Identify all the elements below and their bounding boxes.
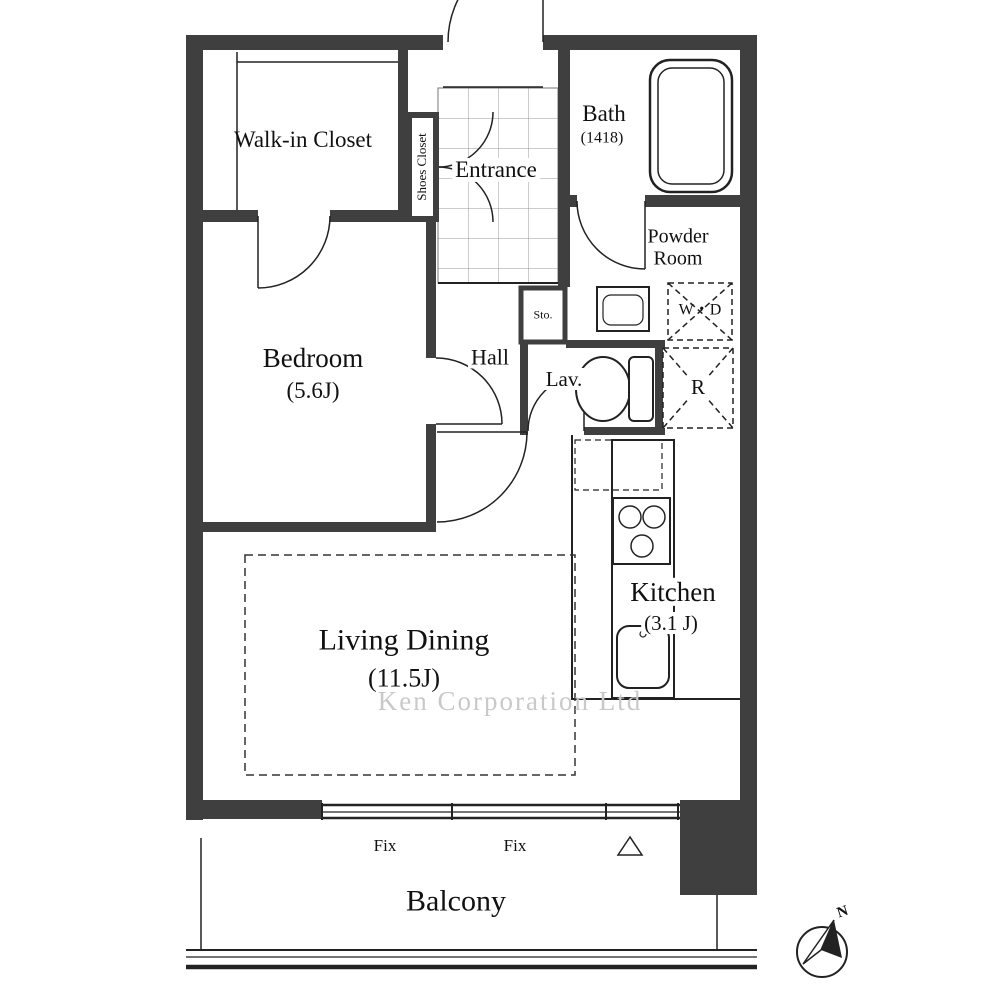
refrigerator-rect [662,347,734,429]
bathtub [648,58,734,194]
wall-lav-top [566,340,665,348]
compass-needle-light [802,919,835,965]
kitchen-sink-basin [616,625,670,689]
washer-dryer-box [667,282,733,341]
burner-2 [642,505,666,529]
bath-label: Bath [582,100,626,126]
hall-door-swing [436,431,528,523]
stove [612,497,671,565]
storage-label: Sto. [533,307,553,322]
kitchen-label: Kitchen [627,577,719,606]
powder-sink [596,286,650,332]
wall-bath-bottom-b [645,195,740,207]
pillar [680,800,757,895]
wall-lav-left [520,340,528,435]
bedroom-door-swing [435,357,503,425]
wall-lav-right [655,340,665,435]
shoes-closet-door-swing-bottom [437,166,494,223]
wall-lav-bottom [584,427,665,435]
wall-top-right [543,35,757,50]
range-hood-dashed [574,439,663,491]
bath-size-label: (1418) [580,129,624,147]
toilet-tank [628,356,654,422]
burner-1 [618,505,642,529]
stove-outline [612,497,671,565]
shoes-closet-box [406,112,439,222]
burner-3 [630,534,654,558]
balcony-label: Balcony [406,884,506,918]
hall-label: Hall [468,345,512,369]
entrance-label: Entrance [452,157,540,183]
wall-bedroom-right-a [426,222,436,358]
bedroom-label: Bedroom [262,342,364,373]
lavatory-label: Lav. [542,368,586,390]
wall-closet-bottom-a [203,210,258,222]
wall-closet-right [398,50,408,210]
shoes-closet-door-swing-top [437,111,494,168]
wall-bedroom-right-b [426,424,436,522]
powder-room-label-line1: Powder [647,225,709,248]
bath-door-swing [576,200,646,270]
walk-in-closet-label: Walk-in Closet [233,126,373,152]
wall-bottom-left [186,800,322,819]
doors [257,0,646,523]
wall-right [740,35,757,800]
living-dining-label: Living Dining [318,623,490,657]
balcony-lines [186,838,757,970]
compass [796,919,848,978]
fix-window-right-label: Fix [503,836,527,856]
wall-hall-right [558,200,570,287]
watermark-text: Ken Corporation Ltd [377,685,643,716]
refrigerator-label: R [687,376,709,398]
wall-bedroom-bottom [203,522,436,532]
living-dining-dashed-outline [244,554,576,776]
wall-top-left [186,35,443,50]
powder-sink-basin [602,294,644,326]
entrance-tile-floor [437,87,559,284]
compass-needle-dark [821,920,842,958]
kitchen-size-label: (3.1 J) [641,612,701,634]
kitchen-sink [616,625,670,689]
living-dining-size-label: (11.5J) [368,663,440,693]
window-mullions [321,803,679,820]
closet-door-swing [257,215,331,289]
fix-window-left-label: Fix [373,836,397,856]
bedroom-size-label: (5.6J) [286,377,340,403]
washer-dryer-cross [667,282,733,341]
washer-dryer-label: W・D [678,301,722,319]
bathtub-inner [657,67,725,185]
powder-room-label-line2: Room [653,247,703,270]
wall-bath-left [558,50,570,200]
window-opening-triangle [616,835,644,856]
shoes-closet-label: Shoes Closet [414,133,430,201]
fix-windows [321,803,680,820]
storage-box [518,285,568,345]
wall-left [186,35,203,820]
entry-door-swing [447,0,544,43]
toilet [575,356,654,422]
